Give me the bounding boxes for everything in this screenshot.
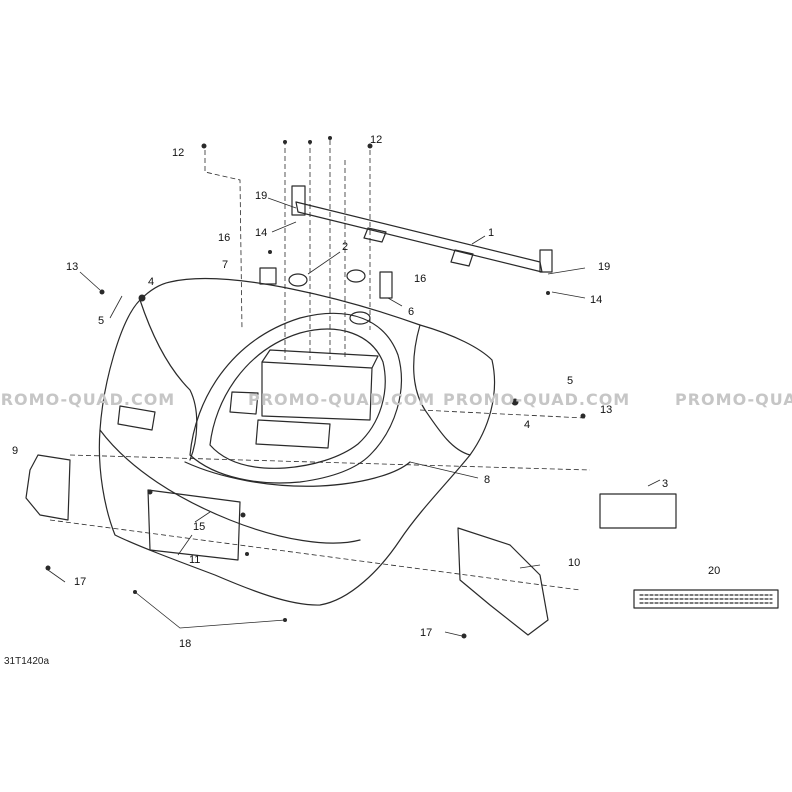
callout-3: 3 [662, 478, 669, 490]
callout-11: 11 [189, 554, 201, 566]
callout-17-left: 17 [74, 576, 87, 588]
storage-compartment-inner [209, 328, 386, 469]
relay-block [229, 391, 259, 415]
assembly-line-horizontal [69, 454, 591, 471]
fastener-12b [367, 143, 373, 149]
decal-3 [599, 493, 677, 529]
callout-18: 18 [179, 638, 192, 650]
fastener-16a [268, 250, 272, 254]
callout-19-left: 19 [255, 190, 268, 202]
assembly-line-lower [49, 519, 581, 591]
leader-15 [194, 511, 211, 523]
label-20 [633, 589, 779, 609]
callout-14-left: 14 [255, 227, 268, 239]
leader-13-left [79, 271, 101, 291]
fastener-4-left [138, 294, 146, 302]
reference-code: 31T1420a [4, 656, 50, 667]
grommet-right [346, 269, 366, 283]
callout-2: 2 [342, 241, 349, 253]
fastener-17-left [45, 565, 51, 571]
callout-19-right: 19 [598, 261, 611, 273]
watermark-left: PROMO-QUAD.COM [0, 390, 176, 409]
battery-box [261, 349, 379, 421]
leader-3 [647, 479, 661, 487]
assembly-line-12a [204, 150, 243, 331]
callout-14-right: 14 [590, 294, 603, 306]
callout-6: 6 [408, 306, 415, 318]
leader-8 [409, 461, 479, 479]
callout-7: 7 [222, 259, 229, 271]
fastener-13-right [580, 413, 586, 419]
fastener-4-right [511, 398, 519, 406]
clip-7 [259, 267, 277, 285]
label-20-stripe [639, 594, 773, 604]
watermark-right: PROMO-QUAD.COM [443, 390, 631, 409]
reflector-left [117, 405, 156, 431]
fastener-13-left [99, 289, 105, 295]
callout-4-right: 4 [524, 419, 531, 431]
leader-17-right [444, 631, 463, 637]
callout-8: 8 [484, 474, 491, 486]
fastener-11 [245, 552, 249, 556]
callout-17-right: 17 [420, 627, 433, 639]
callout-20: 20 [708, 565, 721, 577]
rear-fender-left-panel [139, 299, 198, 461]
callout-13-left: 13 [66, 261, 79, 273]
callout-1: 1 [488, 227, 495, 239]
callout-10: 10 [568, 557, 581, 569]
leader-6 [387, 297, 403, 307]
side-panel-left [147, 489, 241, 561]
callout-16-left: 16 [218, 232, 231, 244]
leader-1 [471, 235, 486, 245]
leader-11 [177, 534, 193, 556]
leader-19-right [547, 267, 586, 275]
callout-15: 15 [193, 521, 206, 533]
fastener-18b [283, 618, 287, 622]
fastener-14-right [546, 291, 550, 295]
fastener-top-3 [328, 136, 332, 140]
fastener-top-1 [283, 140, 287, 144]
fastener-15a [147, 489, 153, 495]
leader-14-right [551, 291, 586, 299]
watermark-center: PROMO-QUAD.COM [248, 390, 436, 409]
watermark-far-right: PROMO-QUAD.COM [675, 390, 792, 409]
side-panel-right [457, 527, 549, 636]
crossbar-bracket-mid [363, 227, 474, 267]
bracket-6 [379, 271, 393, 299]
leader-14-left [271, 221, 297, 233]
callout-12-left: 12 [172, 147, 185, 159]
leader-2 [307, 251, 341, 275]
fastener-12a [201, 143, 207, 149]
callout-13-right: 13 [600, 404, 613, 416]
storage-compartment-rim [189, 312, 402, 484]
fastener-17-right [461, 633, 467, 639]
leader-19-left [267, 197, 297, 209]
callout-4-left: 4 [148, 276, 155, 288]
callout-16-right: 16 [414, 273, 427, 285]
leader-17-left [47, 569, 66, 583]
fuse-block [255, 419, 331, 449]
leader-5-left [109, 295, 123, 319]
crossbar-bracket-right [539, 249, 553, 273]
callout-12-right: 12 [370, 134, 383, 146]
callout-9: 9 [12, 445, 19, 457]
rear-fender-outline [98, 277, 496, 606]
rear-fender-lower-lip [99, 429, 361, 544]
assembly-line-right-fasteners [419, 409, 586, 419]
fastener-top-2 [308, 140, 312, 144]
fastener-15b [240, 512, 246, 518]
leader-10 [519, 564, 541, 569]
crossbar-bracket-left [291, 185, 306, 216]
callout-5-right: 5 [567, 375, 574, 387]
rear-crossbar [295, 201, 543, 273]
fastener-18a [133, 590, 137, 594]
callout-5-left: 5 [98, 315, 105, 327]
compartment-gasket [184, 461, 411, 487]
leader-18 [134, 591, 286, 629]
mud-flap-left [25, 454, 71, 521]
grommet-left [288, 273, 308, 287]
